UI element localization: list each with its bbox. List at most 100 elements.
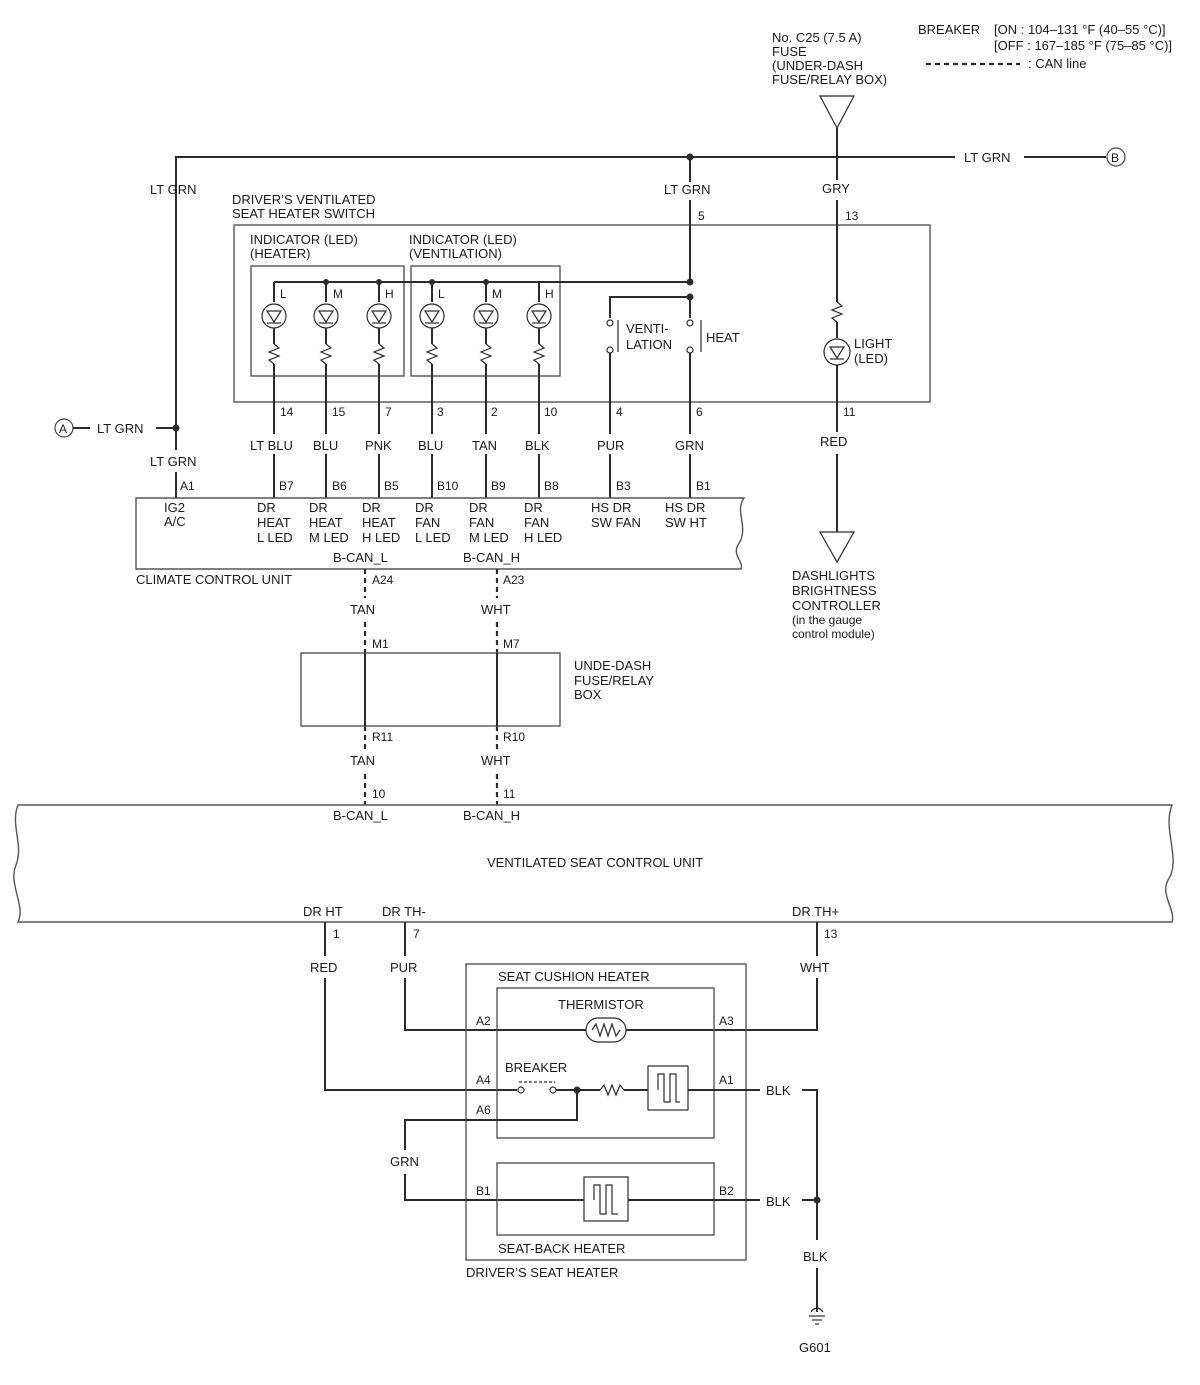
wire-wht-th-plus: WHT — [800, 960, 830, 975]
led-vent-l-label: L — [438, 287, 445, 301]
switch-pin-2: 2 — [491, 405, 498, 419]
climate-dr-heat-h-1: DR — [362, 500, 381, 515]
climate-dr-fan-m-3: M LED — [469, 530, 509, 545]
climate-pin-b9: B9 — [491, 479, 506, 493]
cushion-resistor-icon — [599, 1083, 625, 1097]
cushion-heater-label: SEAT CUSHION HEATER — [498, 969, 650, 984]
indicator-heater-label-1: INDICATOR (LED) — [250, 232, 358, 247]
climate-pin-a1: A1 — [180, 479, 195, 493]
led-vent-h: H — [526, 282, 554, 402]
climate-pin-b7: B7 — [279, 479, 294, 493]
seat-pin-a6: A6 — [476, 1103, 491, 1117]
under-dash-relay-box: M1 M7 R11 R10 UNDE-DASH FUSE/RELAY BOX — [300, 637, 654, 744]
wire-tan-can-upper: TAN — [350, 602, 375, 617]
climate-dr-heat-h-2: HEAT — [362, 515, 396, 530]
drivers-seat-heater: DRIVER’S SEAT HEATER SEAT CUSHION HEATER… — [390, 963, 760, 1280]
wire-tan-can-lower: TAN — [350, 753, 375, 768]
legend-breaker-title: BREAKER — [918, 22, 980, 37]
vscu-bcan-h: B-CAN_H — [463, 808, 520, 823]
vscu-dr-ht: DR HT — [303, 904, 343, 919]
wire-pur-sw-fan: PUR — [597, 438, 624, 453]
ventilation-switch-contact: VENTI- LATION — [606, 296, 690, 402]
wire-lt-grn-switch: LT GRN — [664, 182, 710, 197]
vscu-pin-11: 11 — [503, 787, 516, 801]
dashlights-label-4: (in the gauge — [792, 613, 862, 627]
seat-pin-b2: B2 — [719, 1184, 734, 1198]
ventilation-label-1: VENTI- — [626, 321, 669, 336]
fuse-label-4: FUSE/RELAY BOX) — [772, 72, 887, 87]
relay-pin-r11: R11 — [372, 730, 393, 744]
relay-pin-m7: M7 — [503, 637, 520, 651]
led-vent-m-label: M — [492, 287, 502, 301]
wire-red-dashlights: RED — [820, 434, 847, 449]
ventilated-seat-control-unit: 10 11 B-CAN_L B-CAN_H VENTILATED SEAT CO… — [13, 787, 1174, 923]
vscu-dr-th-minus: DR TH- — [382, 904, 426, 919]
climate-dr-heat-m-1: DR — [309, 500, 328, 515]
relay-pin-r10: R10 — [503, 730, 525, 744]
switch-pin-3: 3 — [437, 405, 444, 419]
indicator-heater-label-2: (HEATER) — [250, 246, 310, 261]
climate-dr-fan-l-1: DR — [415, 500, 434, 515]
climate-pin-b1: B1 — [696, 479, 711, 493]
seat-heater-switch: DRIVER’S VENTILATED SEAT HEATER SWITCH I… — [232, 128, 931, 419]
fuse-c25: No. C25 (7.5 A) FUSE (UNDER-DASH FUSE/RE… — [772, 30, 887, 130]
fuse-label-2: FUSE — [772, 44, 807, 59]
wire-lt-grn-a1: LT GRN — [150, 454, 196, 469]
switch-title-1: DRIVER’S VENTILATED — [232, 192, 376, 207]
seat-pin-a4: A4 — [476, 1073, 491, 1087]
light-label-1: LIGHT — [854, 336, 892, 351]
climate-ac: A/C — [164, 514, 186, 529]
led-vent-h-label: H — [545, 287, 554, 301]
wire-blu-fan-l: BLU — [418, 438, 443, 453]
vscu-pin-10: 10 — [372, 787, 386, 801]
climate-dr-fan-h-3: H LED — [524, 530, 562, 545]
dashlights-circuit: RED DASHLIGHTS BRIGHTNESS CONTROLLER (in… — [792, 402, 881, 641]
climate-pin-b8: B8 — [544, 479, 559, 493]
climate-bcan-l: B-CAN_L — [333, 550, 388, 565]
seat-pin-a3: A3 — [719, 1014, 734, 1028]
vscu-pin-13: 13 — [824, 927, 838, 941]
switch-pin-5: 5 — [698, 209, 705, 223]
led-heater-h-label: H — [385, 287, 394, 301]
fuse-label-1: No. C25 (7.5 A) — [772, 30, 862, 45]
switch-pin-4: 4 — [616, 405, 623, 419]
vscu-pin-7: 7 — [413, 927, 420, 941]
switch-pin-10: 10 — [544, 405, 558, 419]
wire-lt-grn-a: LT GRN — [97, 421, 143, 436]
connector-a-label: A — [59, 422, 67, 436]
relay-box-label-3: BOX — [574, 687, 602, 702]
climate-dr-heat-m-2: HEAT — [309, 515, 343, 530]
dashlights-label-1: DASHLIGHTS — [792, 568, 875, 583]
climate-dr-fan-m-1: DR — [469, 500, 488, 515]
led-heater-l-label: L — [280, 287, 287, 301]
climate-pin-a23: A23 — [503, 573, 525, 587]
wire-pnk: PNK — [365, 438, 392, 453]
wire-lt-grn-left: LT GRN — [150, 182, 196, 197]
wire-gry: GRY — [822, 181, 850, 196]
climate-dr-fan-h-1: DR — [524, 500, 543, 515]
thermistor-label: THERMISTOR — [558, 997, 644, 1012]
climate-pin-b6: B6 — [332, 479, 347, 493]
seat-pin-a2: A2 — [476, 1014, 491, 1028]
connector-a: A LT GRN LT GRN — [54, 418, 196, 498]
dashlights-triangle-icon — [818, 531, 856, 564]
climate-hs-dr-ht-2: SW HT — [665, 515, 707, 530]
climate-hs-dr-fan-2: SW FAN — [591, 515, 641, 530]
can-lines: A24 A23 TAN WHT TAN WHT — [350, 569, 525, 805]
wire-blk-a1: BLK — [766, 1083, 791, 1098]
dashlights-label-5: control module) — [792, 627, 875, 641]
ground-circuit: BLK BLK BLK G601 — [766, 1083, 831, 1355]
switch-to-climate-wires: LT BLU BLU PNK BLU TAN BLK PUR GRN — [250, 402, 704, 498]
climate-pin-b5: B5 — [384, 479, 399, 493]
wire-blk-b2: BLK — [766, 1194, 791, 1209]
climate-hs-dr-fan-1: HS DR — [591, 500, 631, 515]
legend-can-line-label: : CAN line — [1028, 56, 1087, 71]
led-heater-h: H — [366, 282, 394, 402]
wire-blk-ground: BLK — [803, 1249, 828, 1264]
indicator-vent-label-1: INDICATOR (LED) — [409, 232, 517, 247]
connector-b-icon — [1106, 147, 1126, 167]
breaker-label: BREAKER — [505, 1060, 567, 1075]
climate-pin-b10: B10 — [437, 479, 459, 493]
